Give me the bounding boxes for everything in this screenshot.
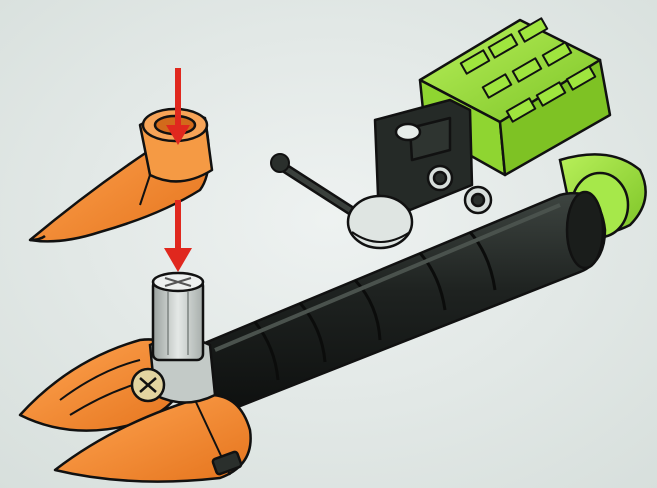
grey-axle <box>153 273 203 360</box>
grey-ball-joint <box>348 196 412 248</box>
